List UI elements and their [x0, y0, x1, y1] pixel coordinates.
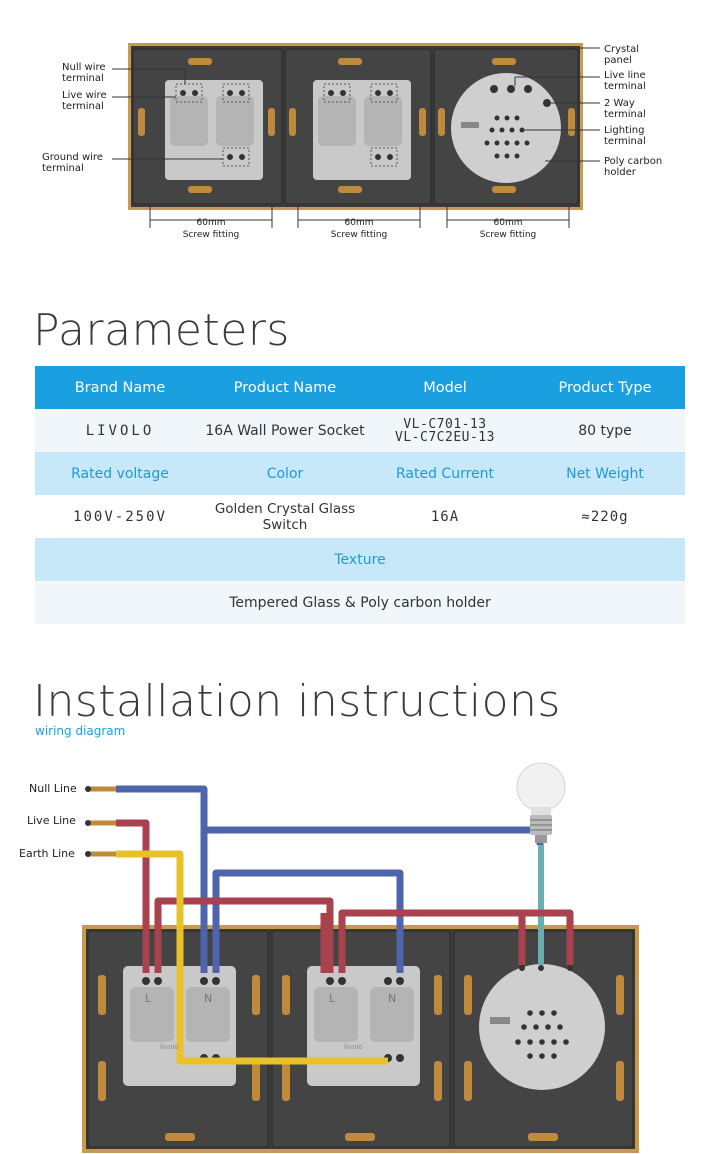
table-subheader-row: Rated voltage Color Rated Current Net We…: [35, 452, 685, 495]
socket-1-N-label: N: [204, 992, 213, 1005]
header-texture: Texture: [35, 538, 685, 581]
socket-2-L-label: L: [329, 992, 336, 1005]
live-line-label: Live Line: [27, 814, 76, 827]
fitting-size-3: 60mm: [493, 218, 523, 228]
table-row: LIVOLO 16A Wall Power Socket VL-C701-13 …: [35, 409, 685, 452]
current-value: 16A: [365, 495, 525, 538]
header-model: Model: [365, 366, 525, 409]
socket-1-L-label: L: [145, 992, 152, 1005]
type-value: 80 type: [525, 409, 685, 452]
model-value: VL-C701-13 VL-C7C2EU-13: [365, 409, 525, 452]
header-rated-current: Rated Current: [365, 452, 525, 495]
header-brand-name: Brand Name: [35, 366, 205, 409]
lighting-terminal-label: Lighting terminal: [604, 125, 646, 147]
table-row: Tempered Glass & Poly carbon holder: [35, 581, 685, 624]
weight-value: ≈220g: [525, 495, 685, 538]
model-value-1: VL-C701-13: [403, 416, 487, 432]
panel-illustration: [112, 43, 600, 228]
header-product-name: Product Name: [205, 366, 365, 409]
parameters-title: Parameters: [33, 305, 290, 356]
crystal-panel-label: Crystal panel: [604, 44, 640, 66]
header-product-type: Product Type: [525, 366, 685, 409]
null-line-label: Null Line: [29, 782, 77, 795]
table-row: 100V-250V Golden Crystal Glass Switch 16…: [35, 495, 685, 538]
fitting-caption-2: Screw fitting: [330, 230, 388, 240]
header-net-weight: Net Weight: [525, 452, 685, 495]
live-line-terminal-label: Live line terminal: [604, 70, 646, 92]
installation-title: Installation instructions: [33, 676, 561, 727]
poly-carbon-holder-label: Poly carbon holder: [604, 156, 663, 178]
parameters-table: Brand Name Product Name Model Product Ty…: [35, 366, 685, 624]
wiring-diagram: [82, 762, 639, 1153]
top-diagram: Null wire terminal Live wire terminal Gr…: [0, 0, 720, 260]
product-value: 16A Wall Power Socket: [205, 409, 365, 452]
fitting-size-1: 60mm: [196, 218, 226, 228]
live-wire-terminal-label: Live wire terminal: [62, 90, 107, 112]
fitting-caption-3: Screw fitting: [479, 230, 537, 240]
socket-1-brand: livolo: [160, 1043, 179, 1051]
model-value-2: VL-C7C2EU-13: [395, 429, 495, 445]
color-value: Golden Crystal Glass Switch: [205, 495, 365, 538]
texture-value: Tempered Glass & Poly carbon holder: [35, 581, 685, 624]
ground-wire-terminal-label: Ground wire terminal: [42, 152, 103, 174]
null-wire-terminal-label: Null wire terminal: [62, 62, 106, 84]
voltage-value: 100V-250V: [35, 495, 205, 538]
header-rated-voltage: Rated voltage: [35, 452, 205, 495]
two-way-terminal-label: 2 Way terminal: [604, 98, 646, 120]
wiring-diagram-subtitle: wiring diagram: [35, 724, 126, 738]
brand-value: LIVOLO: [35, 409, 205, 452]
fitting-size-2: 60mm: [344, 218, 374, 228]
socket-2-N-label: N: [388, 992, 397, 1005]
header-color: Color: [205, 452, 365, 495]
fitting-caption-1: Screw fitting: [182, 230, 240, 240]
socket-2-brand: livolo: [344, 1043, 363, 1051]
table-header-row: Brand Name Product Name Model Product Ty…: [35, 366, 685, 409]
texture-header-row: Texture: [35, 538, 685, 581]
earth-line-label: Earth Line: [19, 847, 75, 860]
